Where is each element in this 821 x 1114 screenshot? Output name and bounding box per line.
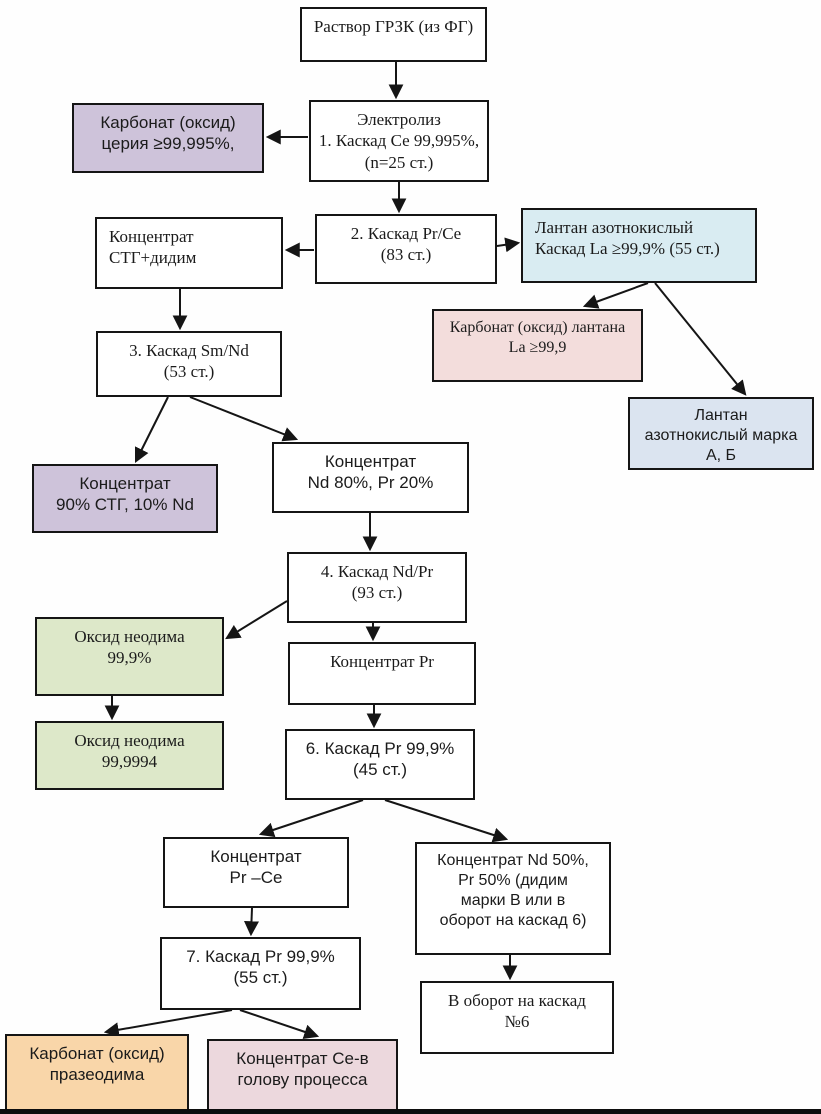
arrow-cascade3-sm-nd-to-nd80-pr20-concentrate [189, 396, 299, 442]
arrow-lanthanum-nitrate-cascade-to-lanthanum-nitrate-grade [654, 282, 747, 396]
node-neodymium-oxide-99-9: Оксид неодима 99,9% [35, 617, 224, 696]
arrow-cascade6-pr-to-nd50-pr50-concentrate [384, 799, 509, 843]
node-ce-concentrate-to-head: Концентрат Се-в голову процесса [207, 1039, 398, 1112]
arrow-cascade6-pr-to-pr-ce-concentrate [258, 799, 364, 838]
node-stg-didym-concentrate: Концентрат СТГ+дидим [95, 217, 283, 289]
node-pr-ce-concentrate: Концентрат Pr –Ce [163, 837, 349, 908]
node-cerium-carbonate: Карбонат (оксид) церия ≥99,995%, [72, 103, 264, 173]
arrow-cascade7-pr-to-ce-concentrate-to-head [239, 1009, 320, 1040]
node-lanthanum-nitrate-grade: Лантан азотнокислый марка А, Б [628, 397, 814, 470]
node-recycle-to-cascade6: В оборот на каскад №6 [420, 981, 614, 1054]
node-pr-concentrate: Концентрат Pr [288, 642, 476, 705]
node-electrolysis: Электролиз 1. Каскад Се 99,995%, (n=25 с… [309, 100, 489, 182]
node-nd50-pr50-concentrate: Концентрат Nd 50%, Pr 50% (дидим марки В… [415, 842, 611, 955]
node-cascade2-pr-ce: 2. Каскад Pr/Ce (83 ст.) [315, 214, 497, 284]
arrow-cascade4-nd-pr-to-neodymium-oxide-99-9 [225, 600, 288, 640]
node-stg90-nd10-concentrate: Концентрат 90% СТГ, 10% Nd [32, 464, 218, 533]
node-lanthanum-nitrate-cascade: Лантан азотнокислый Каскад La ≥99,9% (55… [521, 208, 757, 283]
node-nd80-pr20-concentrate: Концентрат Nd 80%, Pr 20% [272, 442, 469, 513]
arrow-pr-ce-concentrate-to-cascade7-pr [243, 907, 259, 937]
node-lanthanum-carbonate: Карбонат (оксид) лантана La ≥99,9 [432, 309, 643, 382]
arrow-lanthanum-nitrate-cascade-to-lanthanum-carbonate [582, 282, 649, 309]
node-praseodymium-carbonate: Карбонат (оксид) празеодима [5, 1034, 189, 1111]
bottom-border-rule [0, 1109, 821, 1114]
arrow-cascade2-pr-ce-to-lanthanum-nitrate-cascade [496, 237, 521, 253]
node-cascade6-pr: 6. Каскад Pr 99,9% (45 ст.) [285, 729, 475, 800]
node-cascade3-sm-nd: 3. Каскад Sm/Nd (53 ст.) [96, 331, 282, 397]
node-solution: Раствор ГРЗК (из ФГ) [300, 7, 487, 62]
arrow-cascade7-pr-to-praseodymium-carbonate [103, 1009, 233, 1038]
node-cascade7-pr: 7. Каскад Pr 99,9% (55 ст.) [160, 937, 361, 1010]
node-neodymium-oxide-99-9994: Оксид неодима 99,9994 [35, 721, 224, 790]
node-cascade4-nd-pr: 4. Каскад Nd/Pr (93 ст.) [287, 552, 467, 623]
arrow-cascade3-sm-nd-to-stg90-nd10-concentrate [134, 396, 169, 464]
